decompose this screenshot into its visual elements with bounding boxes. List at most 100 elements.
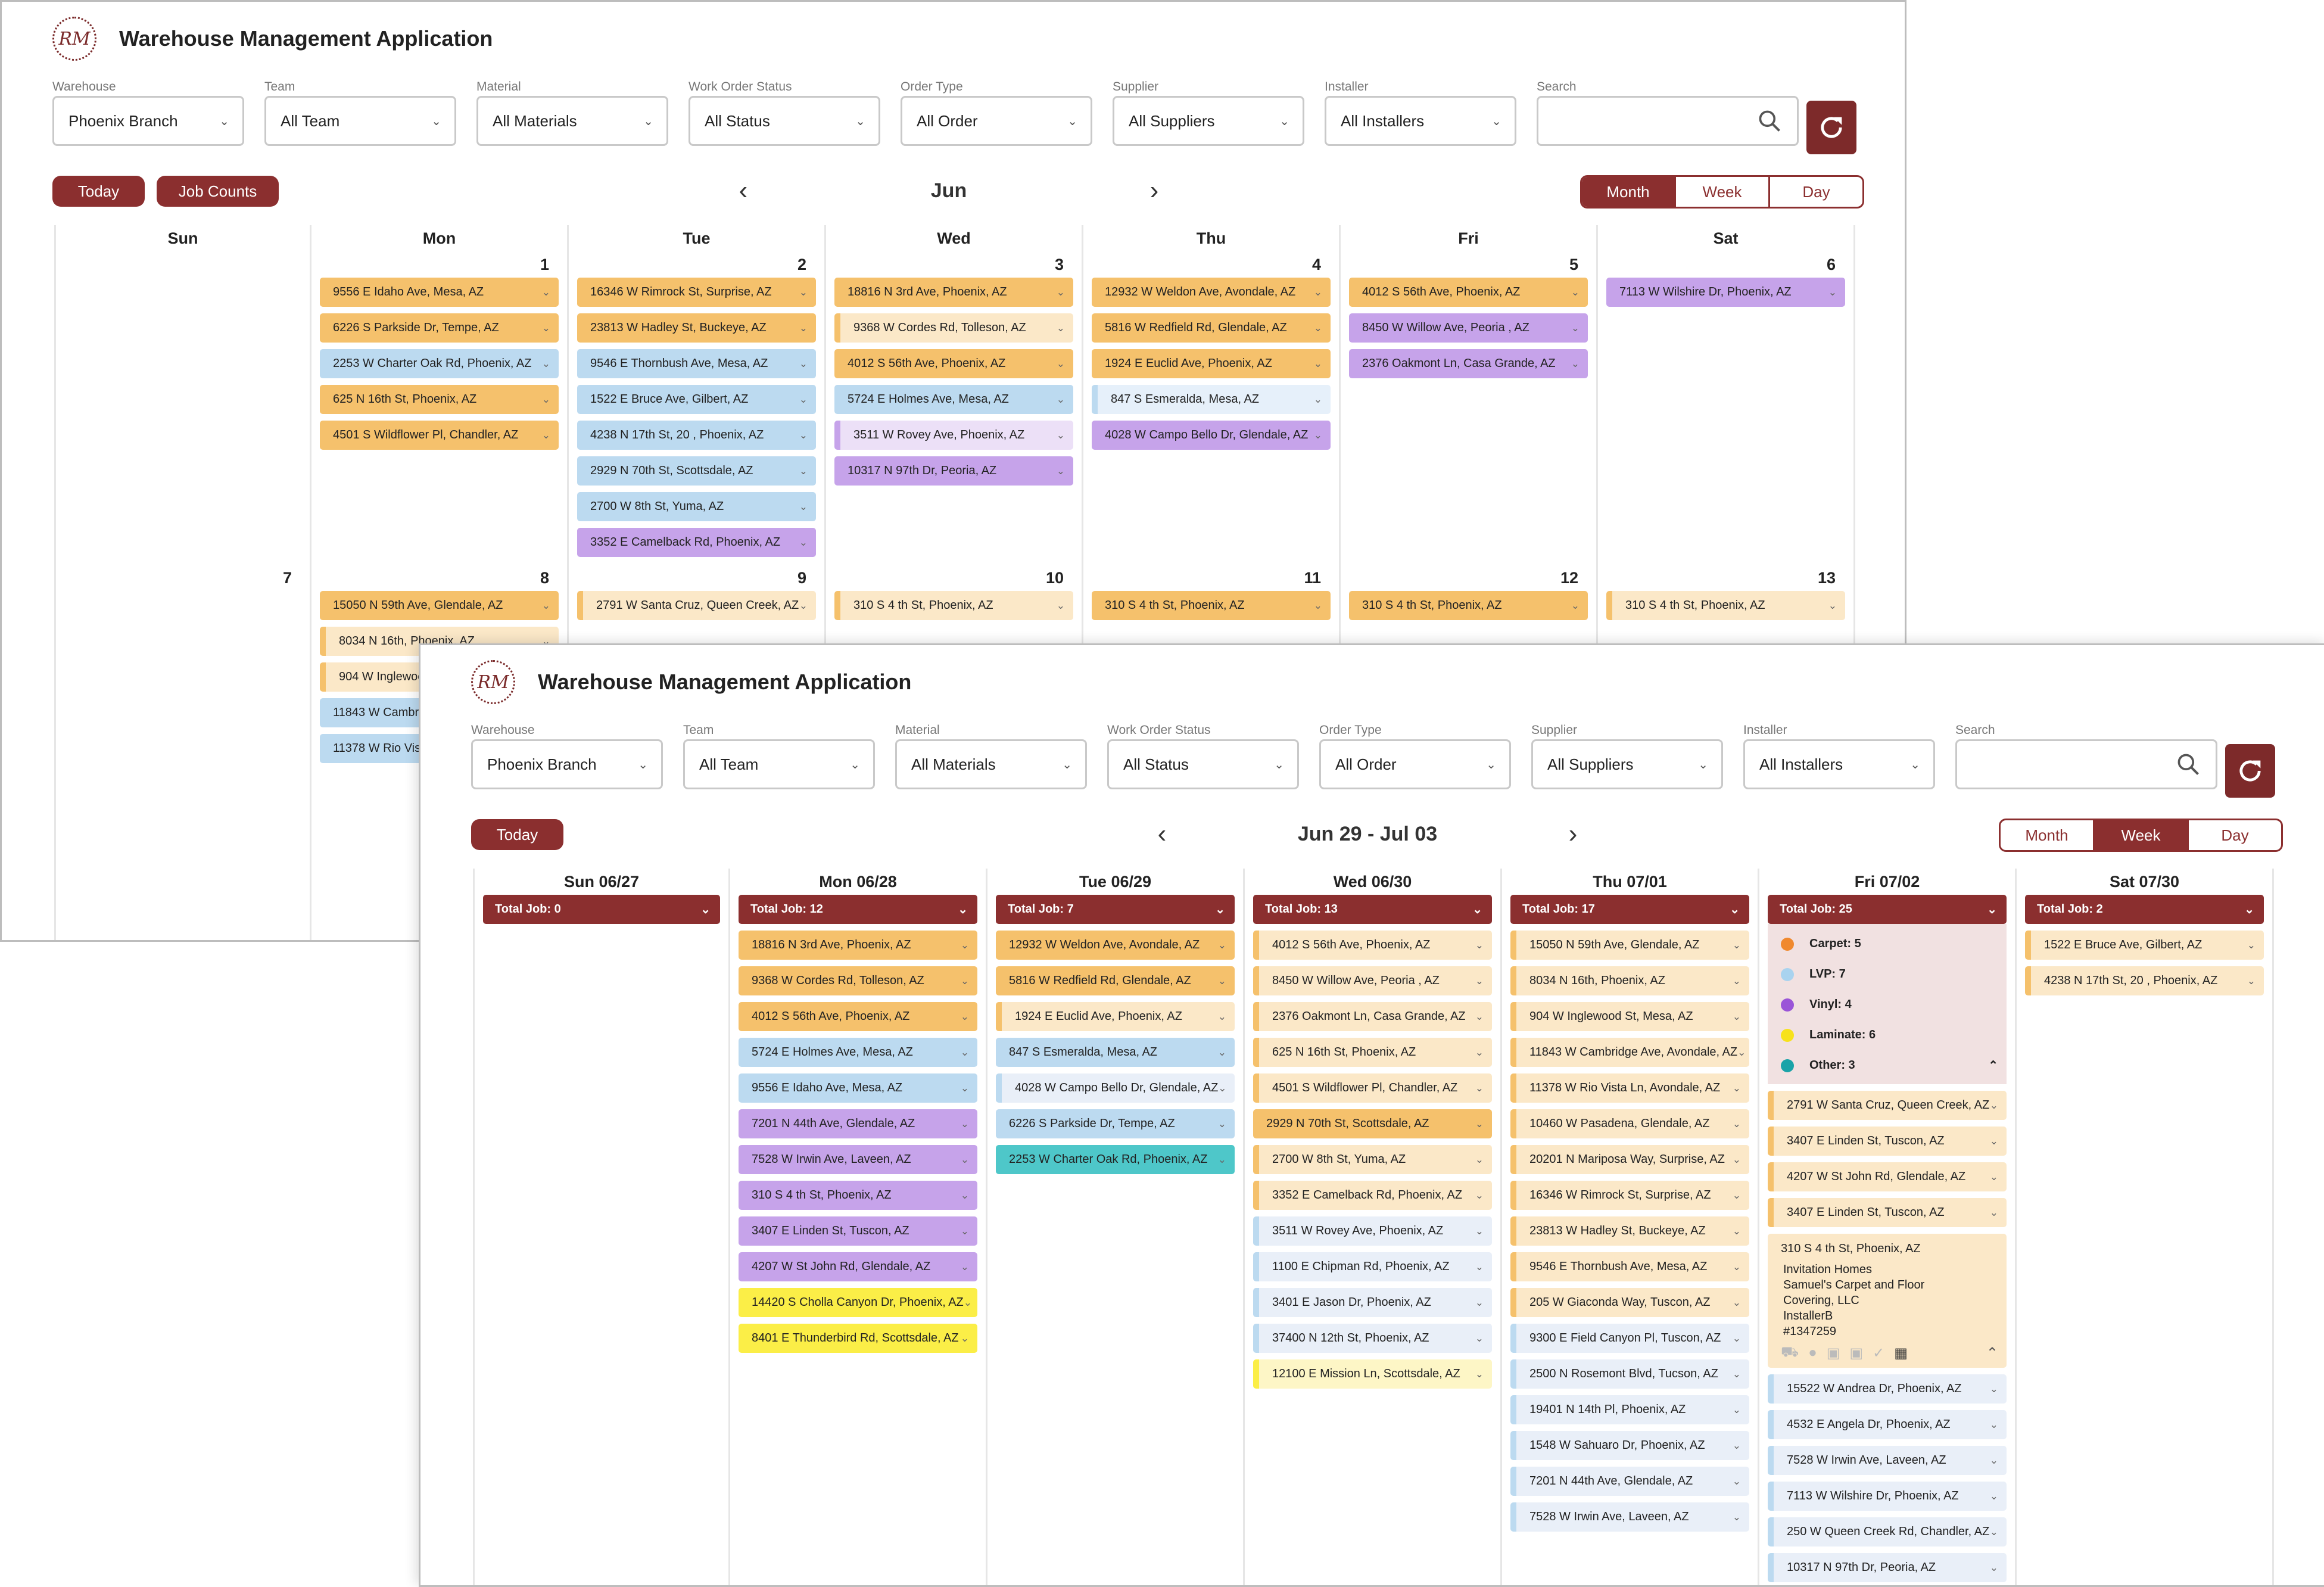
job-chip[interactable]: 310 S 4 th St, Phoenix, AZ⌄ (1092, 591, 1331, 620)
job-chip[interactable]: 1100 E Chipman Rd, Phoenix, AZ⌄ (1253, 1252, 1492, 1281)
job-chip[interactable]: 1924 E Euclid Ave, Phoenix, AZ⌄ (996, 1002, 1235, 1031)
job-chip[interactable]: 4207 W St John Rd, Glendale, AZ⌄ (739, 1252, 977, 1281)
status-select[interactable]: All Status⌄ (689, 96, 880, 146)
today-button[interactable]: Today (52, 176, 145, 207)
job-chip[interactable]: 2791 W Santa Cruz, Queen Creek, AZ⌄ (1768, 1091, 2007, 1120)
job-chip[interactable]: 2253 W Charter Oak Rd, Phoenix, AZ⌄ (320, 349, 559, 378)
warehouse-select[interactable]: Phoenix Branch⌄ (471, 739, 663, 789)
job-chip[interactable]: 625 N 16th St, Phoenix, AZ⌄ (320, 385, 559, 414)
calendar-icon[interactable]: ▦ (1894, 1345, 1908, 1361)
job-chip[interactable]: 625 N 16th St, Phoenix, AZ⌄ (1253, 1038, 1492, 1067)
job-chip[interactable]: 9368 W Cordes Rd, Tolleson, AZ⌄ (834, 313, 1073, 343)
job-chip[interactable]: 1522 E Bruce Ave, Gilbert, AZ⌄ (2025, 931, 2264, 960)
job-chip[interactable]: 205 W Giaconda Way, Tuscon, AZ⌄ (1510, 1288, 1749, 1317)
job-chip[interactable]: 9546 E Thornbush Ave, Mesa, AZ⌄ (577, 349, 816, 378)
job-chip[interactable]: 3407 E Linden St, Tuscon, AZ⌄ (1768, 1127, 2007, 1156)
job-chip[interactable]: 3352 E Camelback Rd, Phoenix, AZ⌄ (577, 528, 816, 557)
job-chip[interactable]: 4238 N 17th St, 20 , Phoenix, AZ⌄ (2025, 966, 2264, 995)
view-day-button[interactable]: Day (1768, 177, 1862, 207)
job-chip[interactable]: 7113 W Wilshire Dr, Phoenix, AZ⌄ (1768, 1482, 2007, 1511)
order-type-select[interactable]: All Order⌄ (901, 96, 1092, 146)
job-chip[interactable]: 2791 W Santa Cruz, Queen Creek, AZ⌄ (577, 591, 816, 620)
job-chip[interactable]: 4012 S 56th Ave, Phoenix, AZ⌄ (739, 1002, 977, 1031)
job-counts-button[interactable]: Job Counts (157, 176, 279, 207)
view-day-button[interactable]: Day (2187, 820, 2281, 850)
job-chip[interactable]: 15050 N 59th Ave, Glendale, AZ⌄ (320, 591, 559, 620)
view-week-button[interactable]: Week (2093, 820, 2187, 850)
prev-arrow-icon[interactable]: ‹ (739, 176, 748, 205)
job-chip[interactable]: 20201 N Mariposa Way, Surprise, AZ⌄ (1510, 1145, 1749, 1174)
refresh-button[interactable] (1806, 101, 1856, 154)
job-chip[interactable]: 3511 W Rovey Ave, Phoenix, AZ⌄ (834, 421, 1073, 450)
job-chip[interactable]: 904 W Inglewood St, Mesa, AZ⌄ (1510, 1002, 1749, 1031)
camera-icon[interactable]: ▣ (1826, 1345, 1840, 1361)
job-chip[interactable]: 1924 E Euclid Ave, Phoenix, AZ⌄ (1092, 349, 1331, 378)
job-chip[interactable]: 4501 S Wildflower Pl, Chandler, AZ⌄ (1253, 1073, 1492, 1103)
today-button[interactable]: Today (471, 819, 563, 850)
job-chip[interactable]: 8401 E Thunderbird Rd, Scottsdale, AZ⌄ (739, 1324, 977, 1353)
installer-select[interactable]: All Installers⌄ (1743, 739, 1935, 789)
job-chip[interactable]: 4012 S 56th Ave, Phoenix, AZ⌄ (1349, 278, 1588, 307)
total-job-header[interactable]: Total Job: 13⌄ (1253, 895, 1492, 924)
job-chip[interactable]: 10460 W Pasadena, Glendale, AZ⌄ (1510, 1109, 1749, 1138)
job-chip[interactable]: 11378 W Rio Vista Ln, Avondale, AZ⌄ (1510, 1073, 1749, 1103)
status-select[interactable]: All Status⌄ (1107, 739, 1299, 789)
job-chip[interactable]: 2929 N 70th St, Scottsdale, AZ⌄ (577, 456, 816, 486)
total-job-header[interactable]: Total Job: 7⌄ (996, 895, 1235, 924)
job-chip[interactable]: 3401 E Jason Dr, Phoenix, AZ⌄ (1253, 1288, 1492, 1317)
material-select[interactable]: All Materials⌄ (895, 739, 1087, 789)
job-chip[interactable]: 10317 N 97th Dr, Peoria, AZ⌄ (834, 456, 1073, 486)
job-chip[interactable]: 18816 N 3rd Ave, Phoenix, AZ⌄ (739, 931, 977, 960)
job-chip[interactable]: 1522 E Bruce Ave, Gilbert, AZ⌄ (577, 385, 816, 414)
refresh-button[interactable] (2225, 744, 2275, 798)
job-chip[interactable]: 8450 W Willow Ave, Peoria , AZ⌄ (1253, 966, 1492, 995)
search-input[interactable] (1955, 739, 2217, 789)
supplier-select[interactable]: All Suppliers⌄ (1531, 739, 1723, 789)
job-chip[interactable]: 4238 N 17th St, 20 , Phoenix, AZ⌄ (577, 421, 816, 450)
total-job-header[interactable]: Total Job: 2⌄ (2025, 895, 2264, 924)
job-chip[interactable]: 9300 E Field Canyon Pl, Tuscon, AZ⌄ (1510, 1324, 1749, 1353)
job-chip[interactable]: 2253 W Charter Oak Rd, Phoenix, AZ⌄ (996, 1145, 1235, 1174)
job-chip[interactable]: 7528 W Irwin Ave, Laveen, AZ⌄ (1510, 1502, 1749, 1532)
job-chip[interactable]: 6226 S Parkside Dr, Tempe, AZ⌄ (996, 1109, 1235, 1138)
chevron-up-icon[interactable]: ⌃ (1986, 1345, 1998, 1361)
job-chip[interactable]: 7528 W Irwin Ave, Laveen, AZ⌄ (739, 1145, 977, 1174)
job-chip[interactable]: 4532 E Angela Dr, Phoenix, AZ⌄ (1768, 1410, 2007, 1439)
job-chip[interactable]: 8034 N 16th, Phoenix, AZ⌄ (1510, 966, 1749, 995)
camera-icon[interactable]: ▣ (1849, 1345, 1864, 1361)
job-chip[interactable]: 12932 W Weldon Ave, Avondale, AZ⌄ (996, 931, 1235, 960)
team-select[interactable]: All Team⌄ (683, 739, 875, 789)
total-job-header[interactable]: Total Job: 25⌄ (1768, 895, 2007, 924)
job-chip[interactable]: 4207 W St John Rd, Glendale, AZ⌄ (1768, 1162, 2007, 1191)
view-month-button[interactable]: Month (1582, 177, 1674, 207)
job-chip[interactable]: 310 S 4 th St, Phoenix, AZ⌄ (739, 1181, 977, 1210)
job-chip[interactable]: 8450 W Willow Ave, Peoria , AZ⌄ (1349, 313, 1588, 343)
job-chip[interactable]: 2700 W 8th St, Yuma, AZ⌄ (1253, 1145, 1492, 1174)
job-chip[interactable]: 7528 W Irwin Ave, Laveen, AZ⌄ (1768, 1446, 2007, 1475)
job-chip[interactable]: 2500 N Rosemont Blvd, Tucson, AZ⌄ (1510, 1359, 1749, 1389)
user-icon[interactable]: ● (1808, 1345, 1817, 1361)
job-chip[interactable]: 11843 W Cambridge Ave, Avondale, AZ⌄ (1510, 1038, 1749, 1067)
job-chip[interactable]: 6226 S Parkside Dr, Tempe, AZ⌄ (320, 313, 559, 343)
job-chip[interactable]: 4012 S 56th Ave, Phoenix, AZ⌄ (1253, 931, 1492, 960)
job-chip[interactable]: 5724 E Holmes Ave, Mesa, AZ⌄ (834, 385, 1073, 414)
job-chip[interactable]: 18816 N 3rd Ave, Phoenix, AZ⌄ (834, 278, 1073, 307)
job-chip[interactable]: 847 S Esmeralda, Mesa, AZ⌄ (996, 1038, 1235, 1067)
job-chip[interactable]: 15050 N 59th Ave, Glendale, AZ⌄ (1510, 931, 1749, 960)
job-chip[interactable]: 16346 W Rimrock St, Surprise, AZ⌄ (577, 278, 816, 307)
job-chip[interactable]: 9556 E Idaho Ave, Mesa, AZ⌄ (320, 278, 559, 307)
job-chip[interactable]: 2376 Oakmont Ln, Casa Grande, AZ⌄ (1349, 349, 1588, 378)
job-chip[interactable]: 23813 W Hadley St, Buckeye, AZ⌄ (1510, 1216, 1749, 1246)
job-chip[interactable]: 12100 E Mission Ln, Scottsdale, AZ⌄ (1253, 1359, 1492, 1389)
job-chip[interactable]: 4501 S Wildflower Pl, Chandler, AZ⌄ (320, 421, 559, 450)
supplier-select[interactable]: All Suppliers⌄ (1113, 96, 1304, 146)
job-chip[interactable]: 310 S 4 th St, Phoenix, AZ⌄ (1606, 591, 1845, 620)
job-chip[interactable]: 5816 W Redfield Rd, Glendale, AZ⌄ (1092, 313, 1331, 343)
job-chip[interactable]: 5816 W Redfield Rd, Glendale, AZ⌄ (996, 966, 1235, 995)
job-chip[interactable]: 23813 W Hadley St, Buckeye, AZ⌄ (577, 313, 816, 343)
team-select[interactable]: All Team⌄ (264, 96, 456, 146)
job-chip[interactable]: 3407 E Linden St, Tuscon, AZ⌄ (1768, 1198, 2007, 1227)
job-chip[interactable]: 3511 W Rovey Ave, Phoenix, AZ⌄ (1253, 1216, 1492, 1246)
job-chip[interactable]: 4028 W Campo Bello Dr, Glendale, AZ⌄ (1092, 421, 1331, 450)
